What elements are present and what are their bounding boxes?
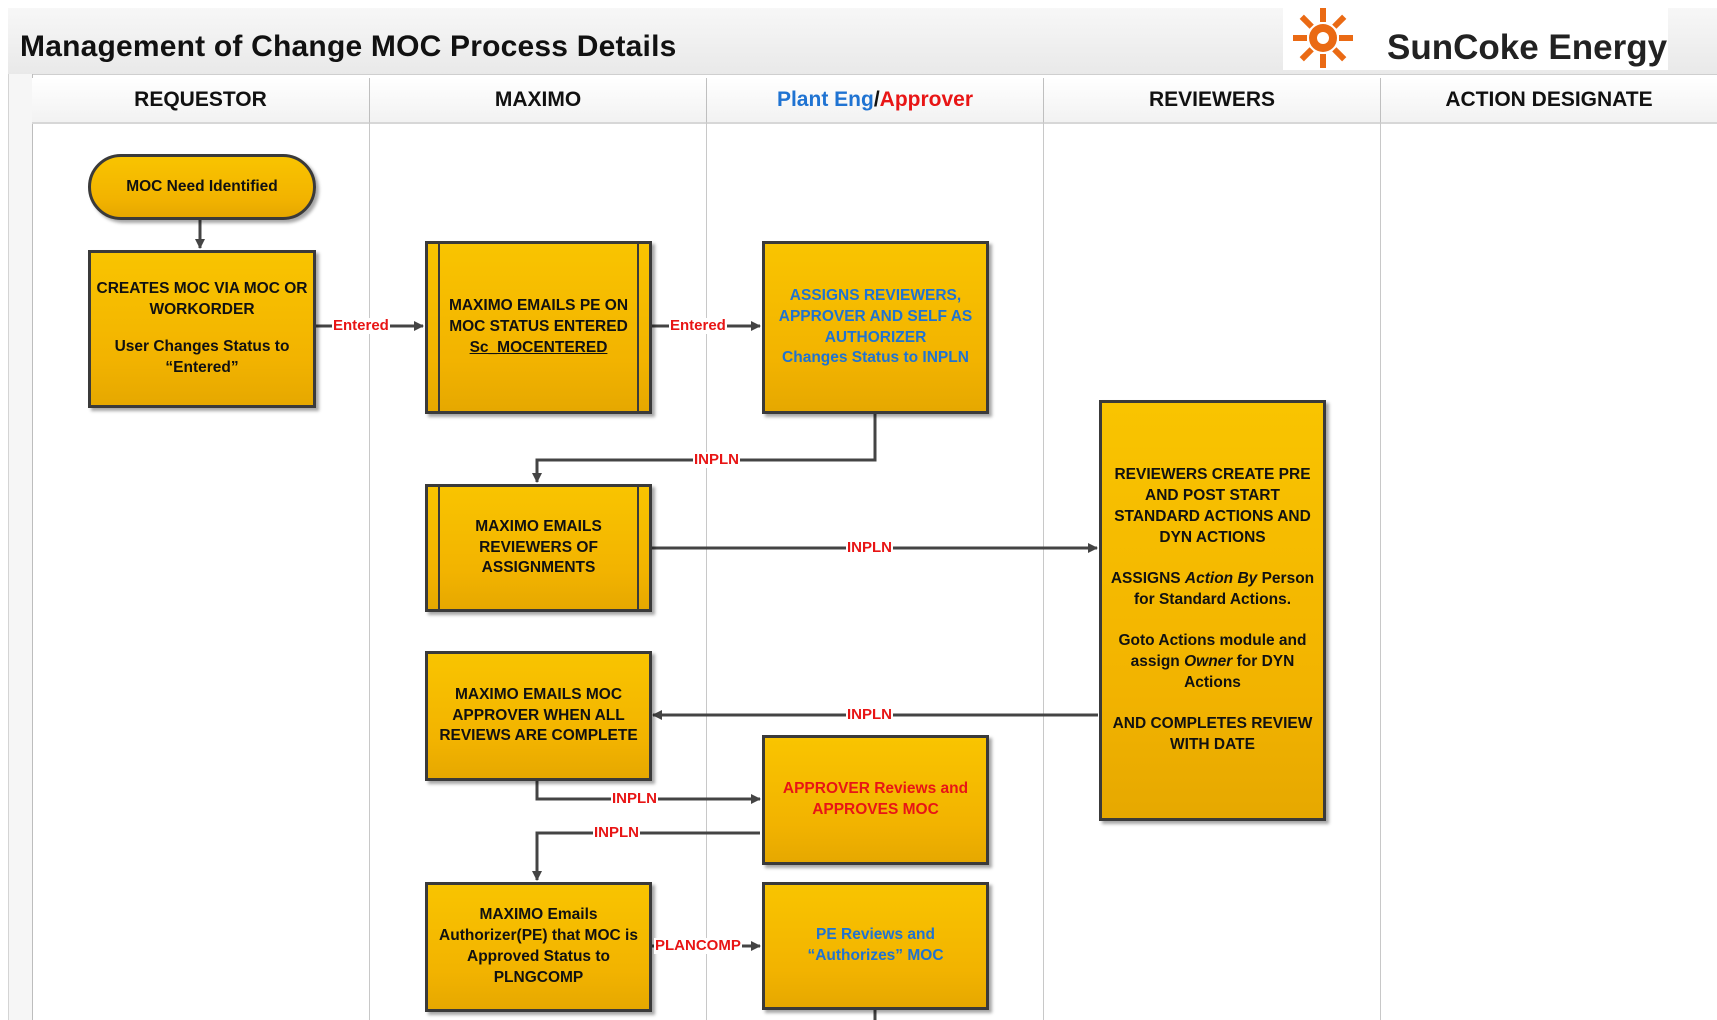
node-maximo-emails-pe-line1: MAXIMO EMAILS PE ON MOC STATUS ENTERED (448, 297, 629, 336)
arrow-approver-to-authorizer-email (532, 831, 760, 881)
node-assigns-reviewers: ASSIGNS REVIEWERS, APPROVER AND SELF AS … (762, 241, 989, 414)
node-reviewers-person: Person for Standard Actions. (1133, 570, 1315, 609)
node-creates-moc-line1: CREATES MOC VIA MOC OR WORKORDER (96, 280, 308, 319)
edge-label-inpln: INPLN (611, 790, 658, 807)
node-reviewers-assigns: ASSIGNS (1110, 570, 1181, 588)
arrow-email-to-approver-reviews (535, 780, 761, 804)
lane-divider (369, 122, 370, 1020)
node-reviewers-create-actions: REVIEWERS CREATE PRE AND POST START STAN… (1099, 400, 1326, 821)
node-maximo-emails-pe-code: Sc_MOCENTERED (469, 338, 608, 356)
lane-header-requestor: REQUESTOR (32, 78, 370, 124)
lane-divider (706, 122, 707, 1020)
sun-gear-icon (1293, 8, 1353, 68)
lane-divider (1043, 122, 1044, 1020)
node-assigns-reviewers-line1: ASSIGNS REVIEWERS, APPROVER AND SELF AS … (778, 286, 973, 346)
node-maximo-emails-authorizer: MAXIMO Emails Authorizer(PE) that MOC is… (425, 882, 652, 1012)
lane-approver-label: Approver (879, 88, 974, 111)
node-reviewers-dyn: for DYN Actions (1184, 652, 1295, 691)
node-maximo-emails-pe: MAXIMO EMAILS PE ON MOC STATUS ENTERED S… (425, 241, 652, 414)
node-reviewers-line4: AND COMPLETES REVIEW WITH DATE (1112, 714, 1313, 753)
node-reviewers-line2: ASSIGNS Action By Person for Standard Ac… (1106, 569, 1319, 611)
node-creates-moc-line2: User Changes Status to “Entered” (114, 338, 290, 376)
lane-header-reviewers: REVIEWERS (1044, 78, 1381, 124)
edge-label-entered: Entered (669, 317, 727, 334)
edge-label-inpln: INPLN (846, 539, 893, 556)
node-pe-reviews-text: PE Reviews and “Authorizes” MOC (807, 926, 944, 964)
left-margin-strip (8, 74, 33, 1020)
edge-label-inpln: INPLN (593, 824, 640, 841)
lane-header-action-designate: ACTION DESIGNATE (1381, 78, 1717, 124)
company-logo: SunCoke Energy (1283, 6, 1668, 70)
edge-label-plancomp: PLANCOMP (654, 937, 742, 954)
node-reviewers-owner: Owner (1184, 652, 1233, 670)
page-title: Management of Change MOC Process Details (20, 30, 677, 63)
logo-text: SunCoke Energy (1387, 28, 1668, 67)
node-assigns-reviewers-line2: Changes Status to INPLN (782, 349, 969, 367)
edge-label-entered: Entered (332, 317, 390, 334)
lane-header-plant-eng-approver: Plant Eng/Approver (707, 78, 1044, 124)
lane-divider (1380, 122, 1381, 1020)
node-maximo-emails-approver: MAXIMO EMAILS MOC APPROVER WHEN ALL REVI… (425, 651, 652, 781)
node-maximo-emails-reviewers-text: MAXIMO EMAILS REVIEWERS OF ASSIGNMENTS (475, 517, 602, 577)
lane-header-maximo: MAXIMO (370, 78, 707, 124)
lane-slash: / (873, 88, 880, 111)
node-maximo-emails-approver-text: MAXIMO EMAILS MOC APPROVER WHEN ALL REVI… (439, 685, 638, 745)
node-pe-reviews: PE Reviews and “Authorizes” MOC (762, 882, 989, 1010)
node-moc-need-text: MOC Need Identified (126, 177, 278, 195)
node-maximo-emails-authorizer-text: MAXIMO Emails Authorizer(PE) that MOC is… (439, 906, 638, 986)
node-reviewers-line1: REVIEWERS CREATE PRE AND POST START STAN… (1114, 466, 1311, 547)
node-maximo-emails-reviewers: MAXIMO EMAILS REVIEWERS OF ASSIGNMENTS (425, 484, 652, 612)
node-reviewers-action-by: Action By (1184, 570, 1258, 588)
node-approver-reviews: APPROVER Reviews and APPROVES MOC (762, 735, 989, 865)
node-approver-reviews-text: APPROVER Reviews and APPROVES MOC (782, 780, 969, 818)
lane-plant-eng-label: Plant Eng (776, 88, 874, 111)
node-reviewers-line3: Goto Actions module and assign Owner for… (1106, 631, 1319, 694)
arrow-assign-to-emails (532, 412, 877, 483)
node-reviewers-goto: Goto Actions module and assign (1118, 631, 1307, 670)
node-moc-need-identified: MOC Need Identified (88, 154, 316, 220)
edge-label-inpln: INPLN (846, 706, 893, 723)
node-creates-moc: CREATES MOC VIA MOC OR WORKORDER User Ch… (88, 250, 316, 408)
edge-label-inpln: INPLN (693, 451, 740, 468)
